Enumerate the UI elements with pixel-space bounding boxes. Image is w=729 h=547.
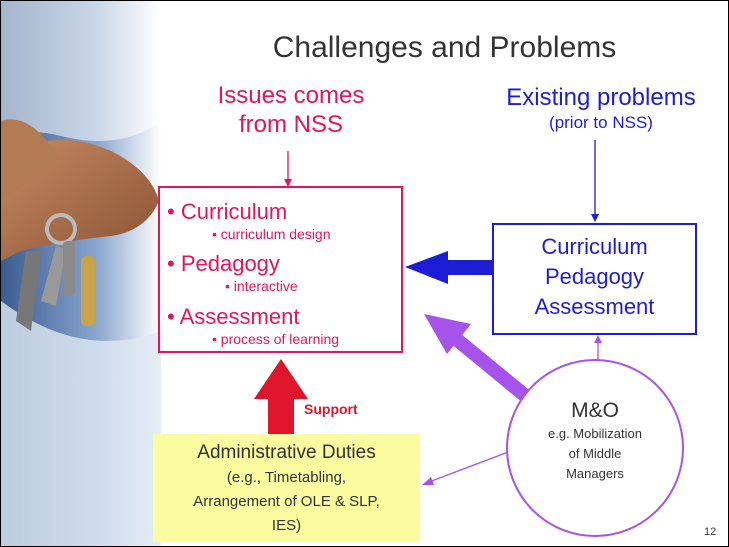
support-arrowhead — [254, 359, 308, 399]
issues-heading: Issues comes from NSS — [191, 81, 391, 139]
issue-item: • Pedagogy — [167, 251, 280, 276]
issue-sub-label: interactive — [233, 278, 298, 294]
existing-item: Curriculum — [541, 234, 648, 259]
issue-item: • Assessment — [167, 304, 300, 329]
issues-heading-line: Issues comes — [217, 82, 365, 109]
hand-with-keys-image — [1, 1, 161, 546]
existing-item: Assessment — [534, 294, 655, 319]
issue-sub: • curriculum design — [212, 226, 331, 242]
mo-left-line — [428, 450, 512, 483]
purple-arrowhead — [424, 314, 471, 354]
issues-box: • Curriculum • curriculum design • Pedag… — [158, 186, 403, 353]
issue-sub-label: curriculum design — [220, 226, 331, 242]
existing-arrowhead — [591, 214, 599, 222]
issue-sub-label: process of learning — [220, 331, 340, 347]
issue-sub: • process of learning — [212, 331, 340, 347]
admin-line: Arrangement of OLE & SLP, — [193, 493, 380, 510]
page-number: 12 — [704, 526, 717, 538]
existing-heading: Existing problems (prior to NSS) — [471, 83, 728, 134]
slide-title: Challenges and Problems — [272, 31, 617, 64]
support-arrow-shaft — [268, 398, 294, 434]
support-label: Support — [304, 401, 358, 417]
issues-arrowhead — [284, 179, 292, 187]
mo-line: of Middle — [568, 446, 622, 461]
admin-title: Administrative Duties — [197, 442, 376, 463]
issue-sub: • interactive — [225, 278, 298, 294]
issues-heading-line: from NSS — [238, 111, 343, 138]
admin-line: IES) — [271, 517, 302, 534]
existing-item: Pedagogy — [544, 264, 645, 289]
mo-title: M&O — [571, 399, 619, 422]
issue-item: • Curriculum — [167, 199, 288, 224]
mo-line: Managers — [566, 466, 624, 481]
blue-arrowhead — [405, 251, 448, 284]
existing-heading-main: Existing problems — [506, 84, 696, 111]
existing-box: Curriculum Pedagogy Assessment — [492, 223, 697, 335]
mo-up-arrowhead — [594, 335, 602, 343]
admin-duties-box: Administrative Duties (e.g., Timetabling… — [153, 434, 420, 542]
issue-label: Curriculum — [180, 199, 288, 224]
mo-circle: M&O e.g. Mobilization of Middle Managers — [506, 359, 684, 537]
mo-left-arrowhead — [422, 477, 434, 485]
purple-arrow-shaft — [450, 332, 533, 404]
admin-line: (e.g., Timetabling, — [226, 469, 347, 486]
mo-line: e.g. Mobilization — [548, 426, 642, 441]
issue-label: Assessment — [179, 304, 300, 329]
existing-heading-sub: (prior to NSS) — [549, 113, 653, 132]
blue-arrow-shaft — [446, 260, 492, 275]
issue-label: Pedagogy — [180, 251, 280, 276]
